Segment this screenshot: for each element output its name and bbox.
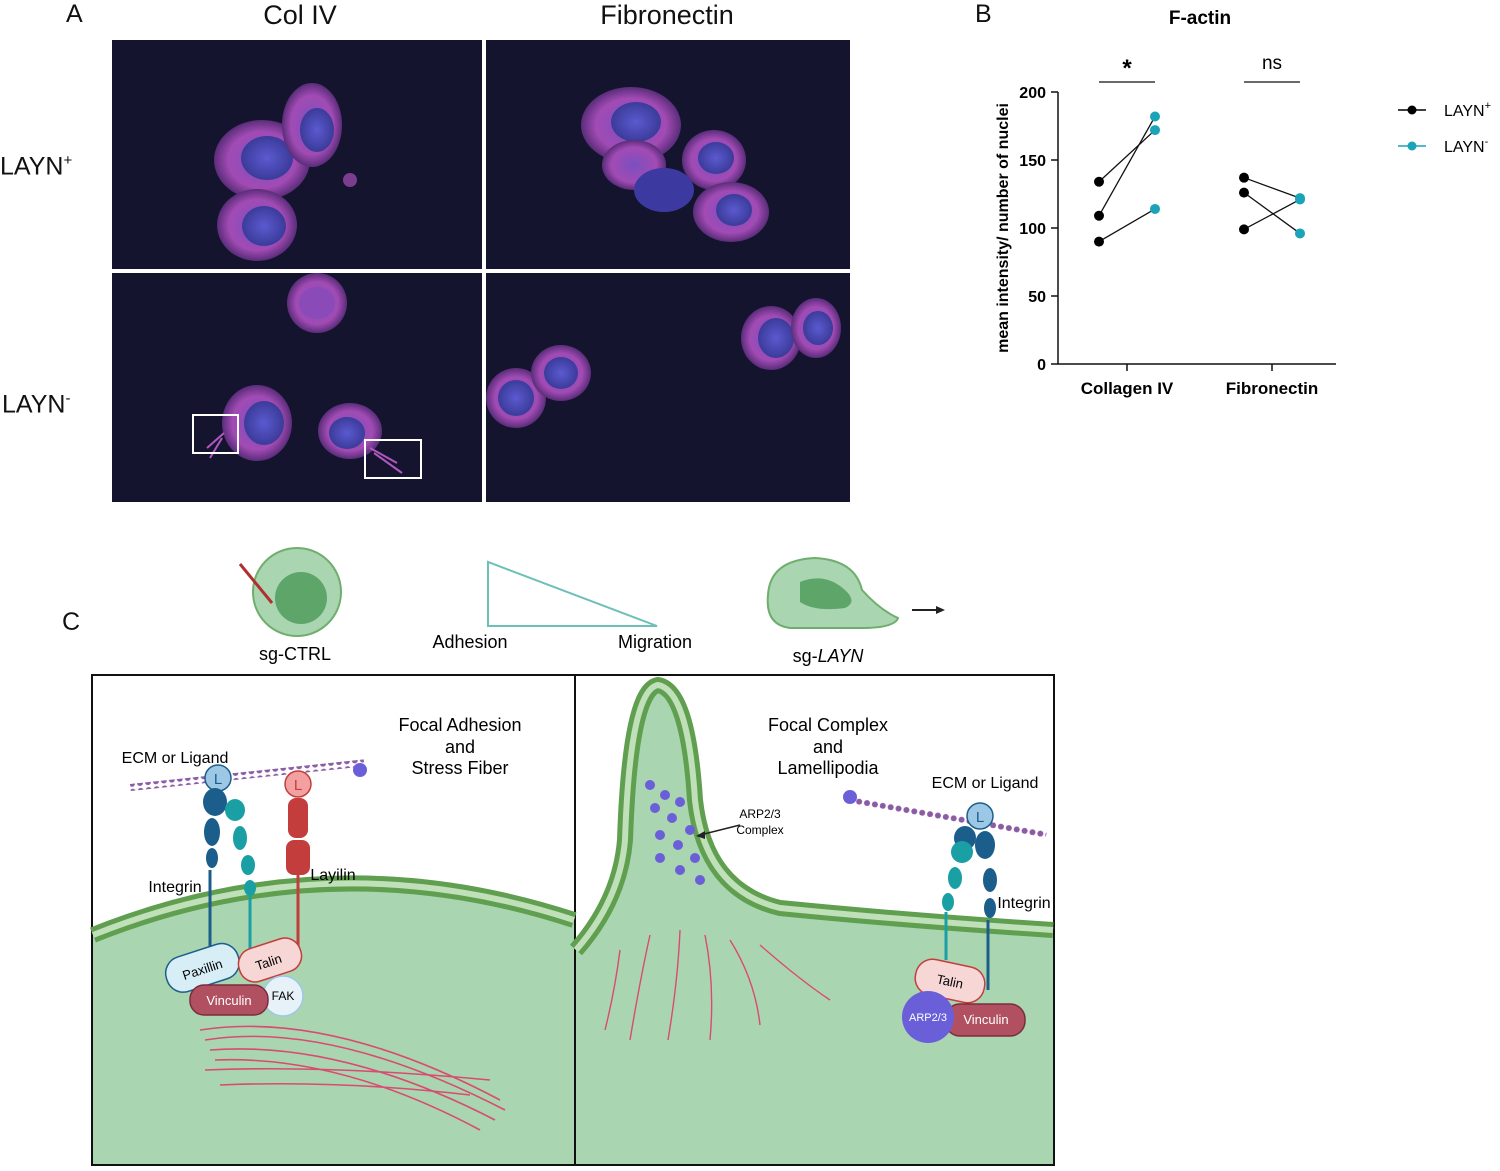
focal-complex-title-3: Lamellipodia xyxy=(777,758,879,778)
arp-complex-label-1: ARP2/3 xyxy=(739,807,781,821)
focal-complex-title-2: and xyxy=(813,737,843,757)
focal-adhesion-title-1: Focal Adhesion xyxy=(398,715,521,735)
arp23-network xyxy=(645,780,705,885)
sg-layn-cell xyxy=(766,556,945,629)
paxillin: Paxillin xyxy=(164,942,241,993)
micrograph-image xyxy=(192,273,422,479)
data-point xyxy=(1239,187,1249,198)
sg-ctrl-label: sg-CTRL xyxy=(259,644,331,664)
x-tick-label: Collagen IV xyxy=(1081,379,1174,398)
data-point xyxy=(1295,228,1305,239)
column-header-col-iv: Col IV xyxy=(263,0,337,30)
micrograph-layn-pos-fibronectin xyxy=(486,40,850,269)
data-point xyxy=(1150,203,1160,214)
svg-text:Vinculin: Vinculin xyxy=(963,1012,1008,1027)
panel-b-letter: B xyxy=(975,0,992,28)
panel-c-letter: C xyxy=(62,608,81,636)
svg-text:L: L xyxy=(294,777,302,794)
data-point xyxy=(1150,125,1160,136)
layilin-label: Layilin xyxy=(310,867,355,884)
significance-label: * xyxy=(1122,55,1132,82)
y-tick-label: 200 xyxy=(1019,85,1046,102)
chart-title: F-actin xyxy=(1169,8,1231,29)
legend-marker xyxy=(1407,141,1417,151)
y-axis-label: mean intensity/ number of nuclei xyxy=(995,103,1012,353)
arp-complex-label-2: Complex xyxy=(736,823,783,837)
svg-text:Talin: Talin xyxy=(935,971,964,991)
micrograph-image xyxy=(214,83,357,261)
legend-label: LAYN- xyxy=(1444,136,1489,156)
micrograph-layn-neg-fibronectin xyxy=(486,273,850,502)
y-tick-label: 150 xyxy=(1019,153,1046,170)
micrograph-image xyxy=(486,298,841,428)
focal-complex-title-1: Focal Complex xyxy=(768,715,888,735)
svg-text:FAK: FAK xyxy=(272,989,295,1003)
y-tick-label: 50 xyxy=(1028,289,1046,306)
legend-marker xyxy=(1407,105,1417,115)
migration-label: Migration xyxy=(618,632,692,652)
ecm-label-right: ECM or Ligand xyxy=(932,775,1039,792)
panel-a-letter: A xyxy=(66,0,83,28)
data-point xyxy=(1094,210,1104,221)
left-cytoplasm xyxy=(93,883,574,1164)
data-point xyxy=(1295,193,1305,204)
micrograph-image xyxy=(581,87,769,242)
data-point xyxy=(1150,111,1160,122)
arp23-protein: ARP2/3 xyxy=(902,991,954,1043)
ecm-fiber-left xyxy=(130,759,365,791)
pair-line xyxy=(1098,116,1156,217)
significance-label: ns xyxy=(1262,53,1282,74)
vinculin-left: Vinculin xyxy=(189,984,269,1016)
ecm-fiber-right xyxy=(848,795,1047,838)
svg-text:L: L xyxy=(976,809,984,826)
svg-text:L: L xyxy=(214,771,222,788)
stress-fibers xyxy=(199,1025,506,1131)
integrin-label-right: Integrin xyxy=(997,895,1050,912)
zoom-box-right xyxy=(364,439,422,479)
mechanism-schematic: sg-CTRL Adhesion Migration sg-LAYN ECM o… xyxy=(90,547,1055,1166)
svg-text:Vinculin: Vinculin xyxy=(206,993,251,1008)
lamellipodia-actin xyxy=(604,929,831,1041)
talin-left: Talin xyxy=(237,937,303,983)
row-header-layn-neg: LAYN- xyxy=(2,390,71,419)
sg-ctrl-cell xyxy=(238,547,342,637)
focal-adhesion-title-2: and xyxy=(445,737,475,757)
y-tick-label: 100 xyxy=(1019,221,1046,238)
micrograph-layn-pos-col-iv xyxy=(112,40,482,269)
ecm-label-left: ECM or Ligand xyxy=(122,750,229,767)
integrin-label-left: Integrin xyxy=(148,879,201,896)
data-point xyxy=(1239,224,1249,235)
column-header-fibronectin: Fibronectin xyxy=(600,0,734,30)
data-point xyxy=(1239,172,1249,183)
svg-text:ARP2/3: ARP2/3 xyxy=(909,1012,947,1024)
focal-adhesion-title-3: Stress Fiber xyxy=(411,758,508,778)
vinculin-right: Vinculin xyxy=(944,1003,1026,1037)
pair-line xyxy=(1243,192,1301,234)
pair-line xyxy=(1243,198,1301,230)
row-header-layn-pos: LAYN+ xyxy=(0,152,73,181)
adhesion-migration-wedge xyxy=(487,560,658,627)
x-tick-label: Fibronectin xyxy=(1226,379,1319,398)
legend-label: LAYN+ xyxy=(1444,100,1491,120)
fak: FAK xyxy=(262,975,304,1017)
data-point xyxy=(1094,176,1104,187)
pair-line xyxy=(1243,177,1301,199)
pair-line xyxy=(1098,129,1156,183)
sg-layn-label: sg-LAYN xyxy=(793,646,865,666)
integrin-left: L xyxy=(203,764,256,960)
schematic-frame xyxy=(91,674,1055,1166)
pair-line xyxy=(1098,208,1156,243)
adhesion-label: Adhesion xyxy=(432,632,507,652)
layilin: L xyxy=(284,770,312,955)
data-point xyxy=(1094,236,1104,247)
y-tick-label: 0 xyxy=(1037,357,1046,374)
zoom-box-left xyxy=(192,414,239,454)
integrin-right: L xyxy=(942,802,997,990)
micrograph-layn-neg-col-iv xyxy=(112,273,482,502)
